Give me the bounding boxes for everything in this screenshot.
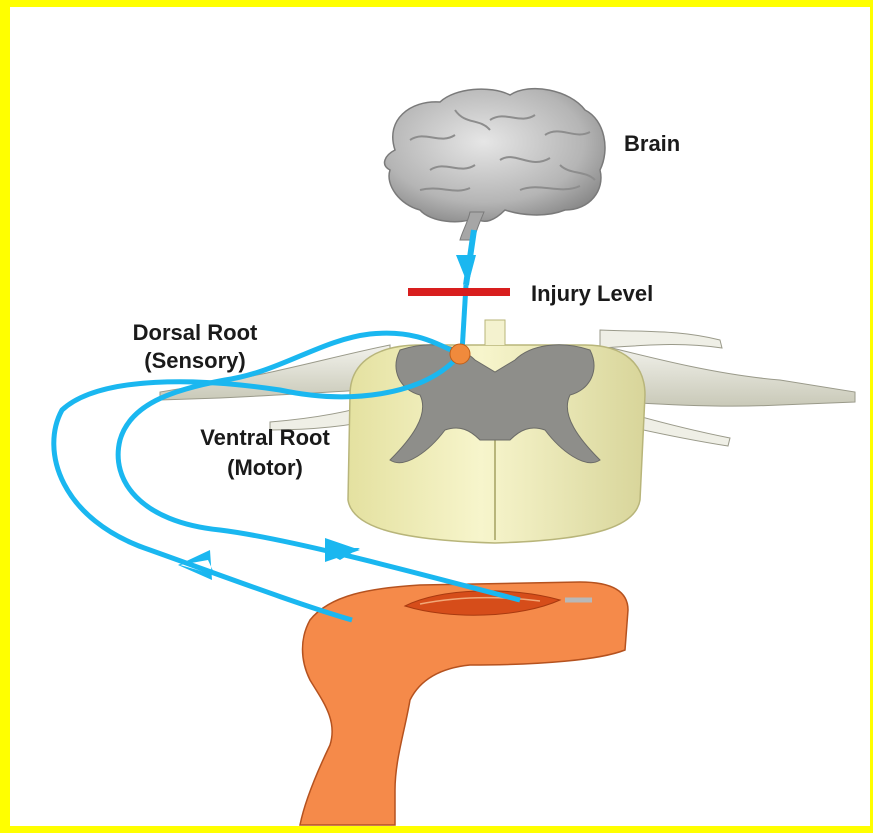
label-dorsal-sensory: (Sensory) xyxy=(100,348,290,373)
spinal-cord-icon xyxy=(348,320,645,543)
injury-level-bar xyxy=(408,288,510,296)
label-ventral-motor: (Motor) xyxy=(160,455,370,480)
label-injury-level: Injury Level xyxy=(531,281,653,306)
label-dorsal-root: Dorsal Root xyxy=(100,320,290,345)
label-ventral-root: Ventral Root xyxy=(160,425,370,450)
label-brain: Brain xyxy=(624,131,680,156)
synapse-node xyxy=(450,344,470,364)
brain-icon xyxy=(385,89,605,240)
